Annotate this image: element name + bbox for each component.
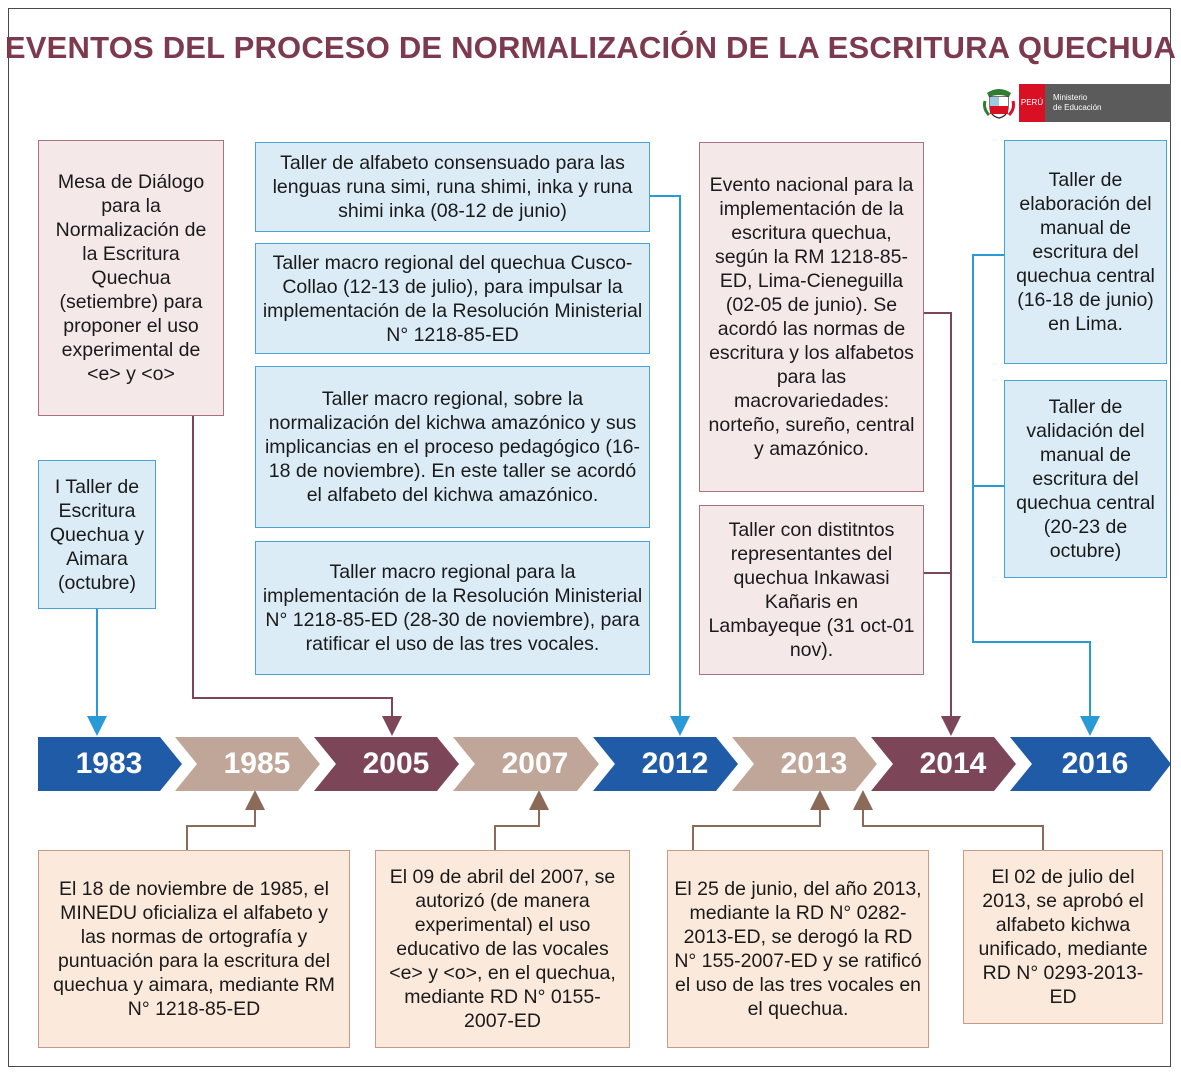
connector-1985 xyxy=(186,790,265,850)
event-mesa-dialogo: Mesa de Diálogo para la Normalización de… xyxy=(38,140,224,416)
event-taller-manual: Taller de elaboración del manual de escr… xyxy=(1004,140,1167,364)
chevron-2013 xyxy=(732,737,877,791)
figure-frame xyxy=(8,8,1171,1067)
event-rd-2013-b: El 02 de julio del 2013, se aprobó el al… xyxy=(963,850,1163,1024)
ministry-line-1: Ministerio xyxy=(1053,93,1088,102)
chevron-2005 xyxy=(314,737,459,791)
chevron-1983 xyxy=(38,737,182,791)
chevron-2007 xyxy=(453,737,599,791)
year-2007: 2007 xyxy=(501,747,569,780)
year-1985: 1985 xyxy=(223,747,291,780)
year-2013: 2013 xyxy=(780,747,848,780)
peru-label: PERÚ xyxy=(1019,84,1045,122)
year-2016: 2016 xyxy=(1061,747,1129,780)
connector-2013-b xyxy=(853,790,1044,850)
peru-coat-of-arms-icon xyxy=(983,89,1015,119)
event-taller-tres-vocales: Taller macro regional para la implementa… xyxy=(255,541,650,675)
year-2005: 2005 xyxy=(362,747,430,780)
event-rd-2013-a: El 25 de junio, del año 2013, mediante l… xyxy=(667,850,929,1048)
connector-2012 xyxy=(650,195,690,736)
chevron-2012 xyxy=(593,737,738,791)
page-title: EVENTOS DEL PROCESO DE NORMALIZACIÓN DE … xyxy=(4,30,1177,65)
event-taller-1983: I Taller de Escritura Quechua y Aimara (… xyxy=(38,460,156,609)
year-2014: 2014 xyxy=(919,747,987,780)
connector-2013-a xyxy=(692,790,830,850)
event-taller-validacion: Taller de validación del manual de escri… xyxy=(1004,380,1167,578)
event-rd-2007: El 09 de abril del 2007, se autorizó (de… xyxy=(375,850,630,1048)
ministry-label: Ministerio de Educación xyxy=(1045,84,1171,122)
chevron-2014 xyxy=(871,737,1016,791)
chevron-2016 xyxy=(1010,737,1171,791)
event-taller-cusco: Taller macro regional del quechua Cusco-… xyxy=(255,243,650,354)
event-taller-kichwa: Taller macro regional, sobre la normaliz… xyxy=(255,366,650,528)
minedu-logo: PERÚ Ministerio de Educación xyxy=(979,84,1171,122)
connector-2014 xyxy=(924,312,961,736)
connector-2016 xyxy=(972,254,1100,736)
chevron-1985 xyxy=(175,737,320,791)
connector-2007 xyxy=(494,790,549,850)
connector-2005 xyxy=(192,416,402,736)
ministry-line-2: de Educación xyxy=(1053,103,1102,112)
event-taller-inkawasi: Taller con distitntos representantes del… xyxy=(699,505,924,675)
year-2012: 2012 xyxy=(641,747,709,780)
year-1983: 1983 xyxy=(75,747,143,780)
event-evento-nacional: Evento nacional para la implementación d… xyxy=(699,142,924,492)
event-taller-alfabeto: Taller de alfabeto consensuado para las … xyxy=(255,142,650,232)
event-rm-1985: El 18 de noviembre de 1985, el MINEDU of… xyxy=(38,850,350,1048)
